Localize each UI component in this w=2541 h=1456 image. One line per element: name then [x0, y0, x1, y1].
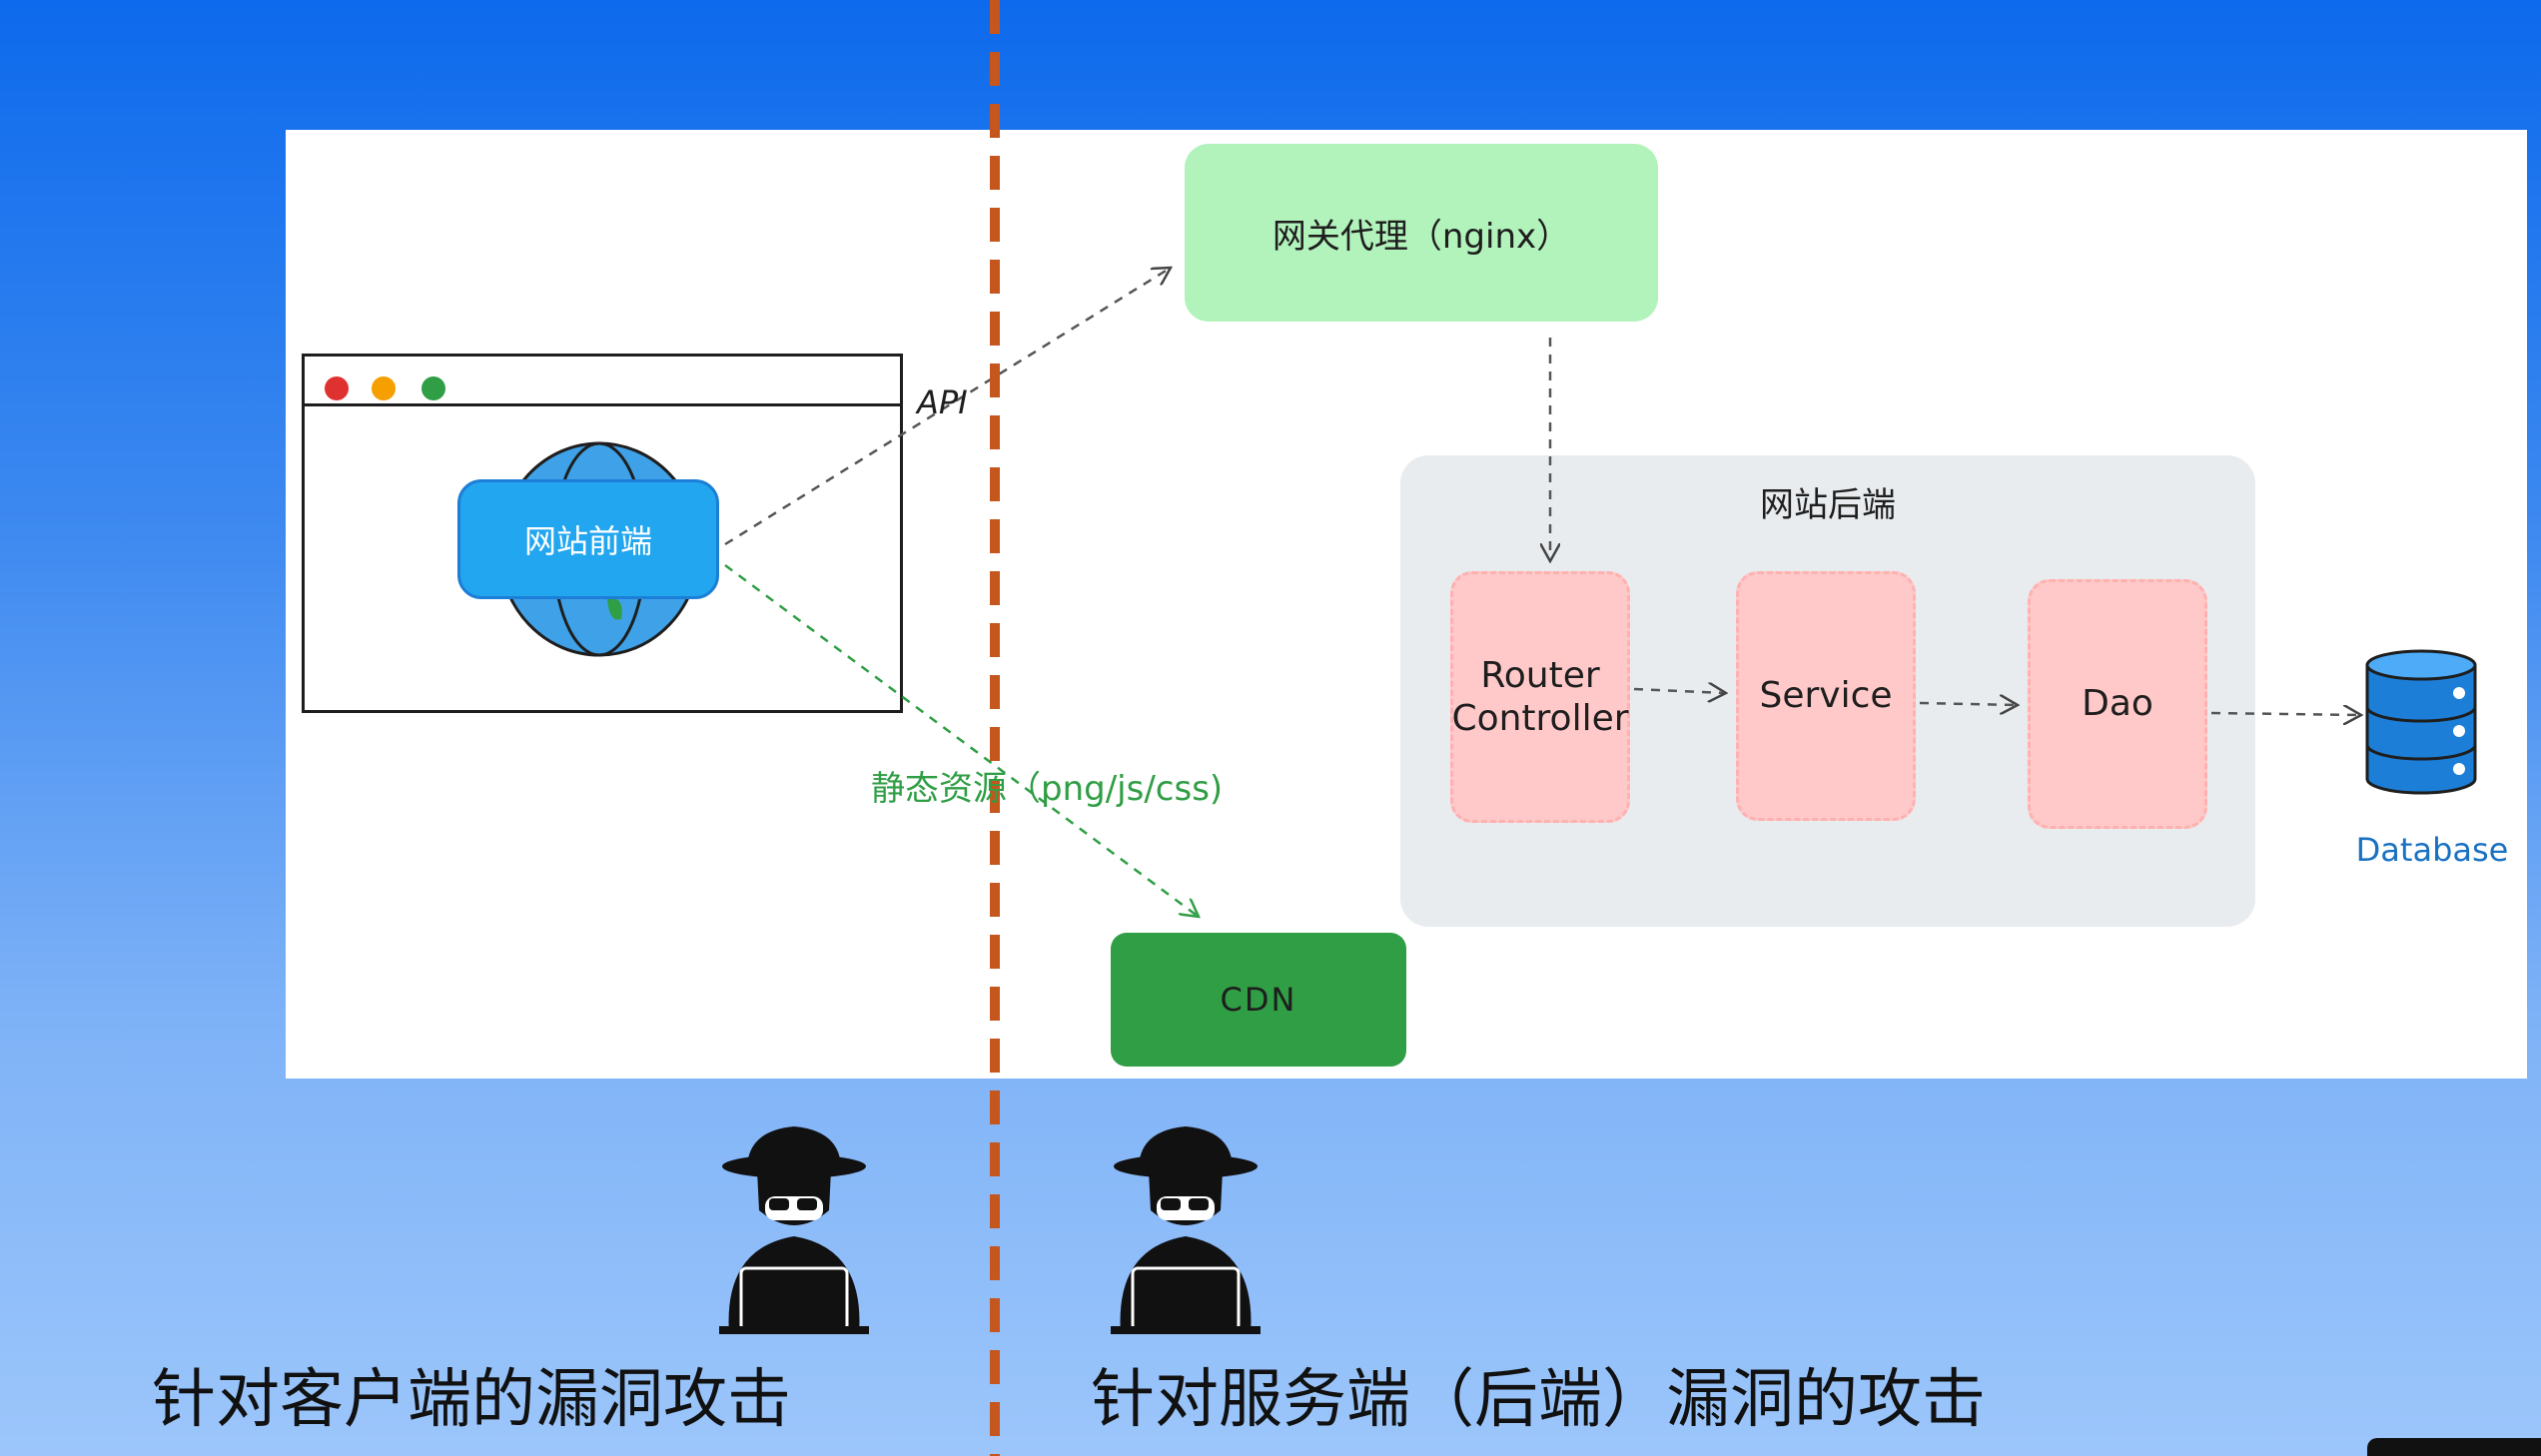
cdn-node: CDN — [1111, 933, 1406, 1067]
database-label: Database — [2355, 831, 2509, 869]
service-label: Service — [1759, 675, 1893, 717]
website-frontend-node: 网站前端 — [457, 479, 719, 599]
router-controller-node: Router Controller — [1450, 571, 1630, 823]
close-dot-icon — [325, 376, 349, 400]
browser-title-bar — [305, 357, 900, 406]
server-attack-caption: 针对服务端（后端）漏洞的攻击 — [1091, 1363, 1986, 1437]
static-resources-label: 静态资源（png/js/css) — [871, 769, 1224, 809]
dao-label: Dao — [2082, 683, 2153, 725]
service-node: Service — [1736, 571, 1916, 821]
router-label: Router — [1480, 654, 1600, 696]
corner-overlay — [2367, 1438, 2541, 1456]
minimize-dot-icon — [372, 376, 396, 400]
controller-label: Controller — [1451, 698, 1629, 739]
gateway-proxy-label: 网关代理（nginx） — [1271, 216, 1571, 257]
client-attack-caption: 针对客户端的漏洞攻击 — [152, 1363, 791, 1437]
website-backend-title: 网站后端 — [1760, 485, 1896, 525]
maximize-dot-icon — [422, 376, 445, 400]
cdn-label: CDN — [1220, 981, 1297, 1019]
gateway-proxy-node: 网关代理（nginx） — [1185, 144, 1658, 322]
api-edge-label: API — [917, 383, 968, 421]
website-frontend-label: 网站前端 — [523, 522, 652, 560]
client-hacker-icon — [719, 1126, 869, 1334]
dao-node: Dao — [2028, 579, 2207, 829]
server-hacker-icon — [1111, 1126, 1261, 1334]
